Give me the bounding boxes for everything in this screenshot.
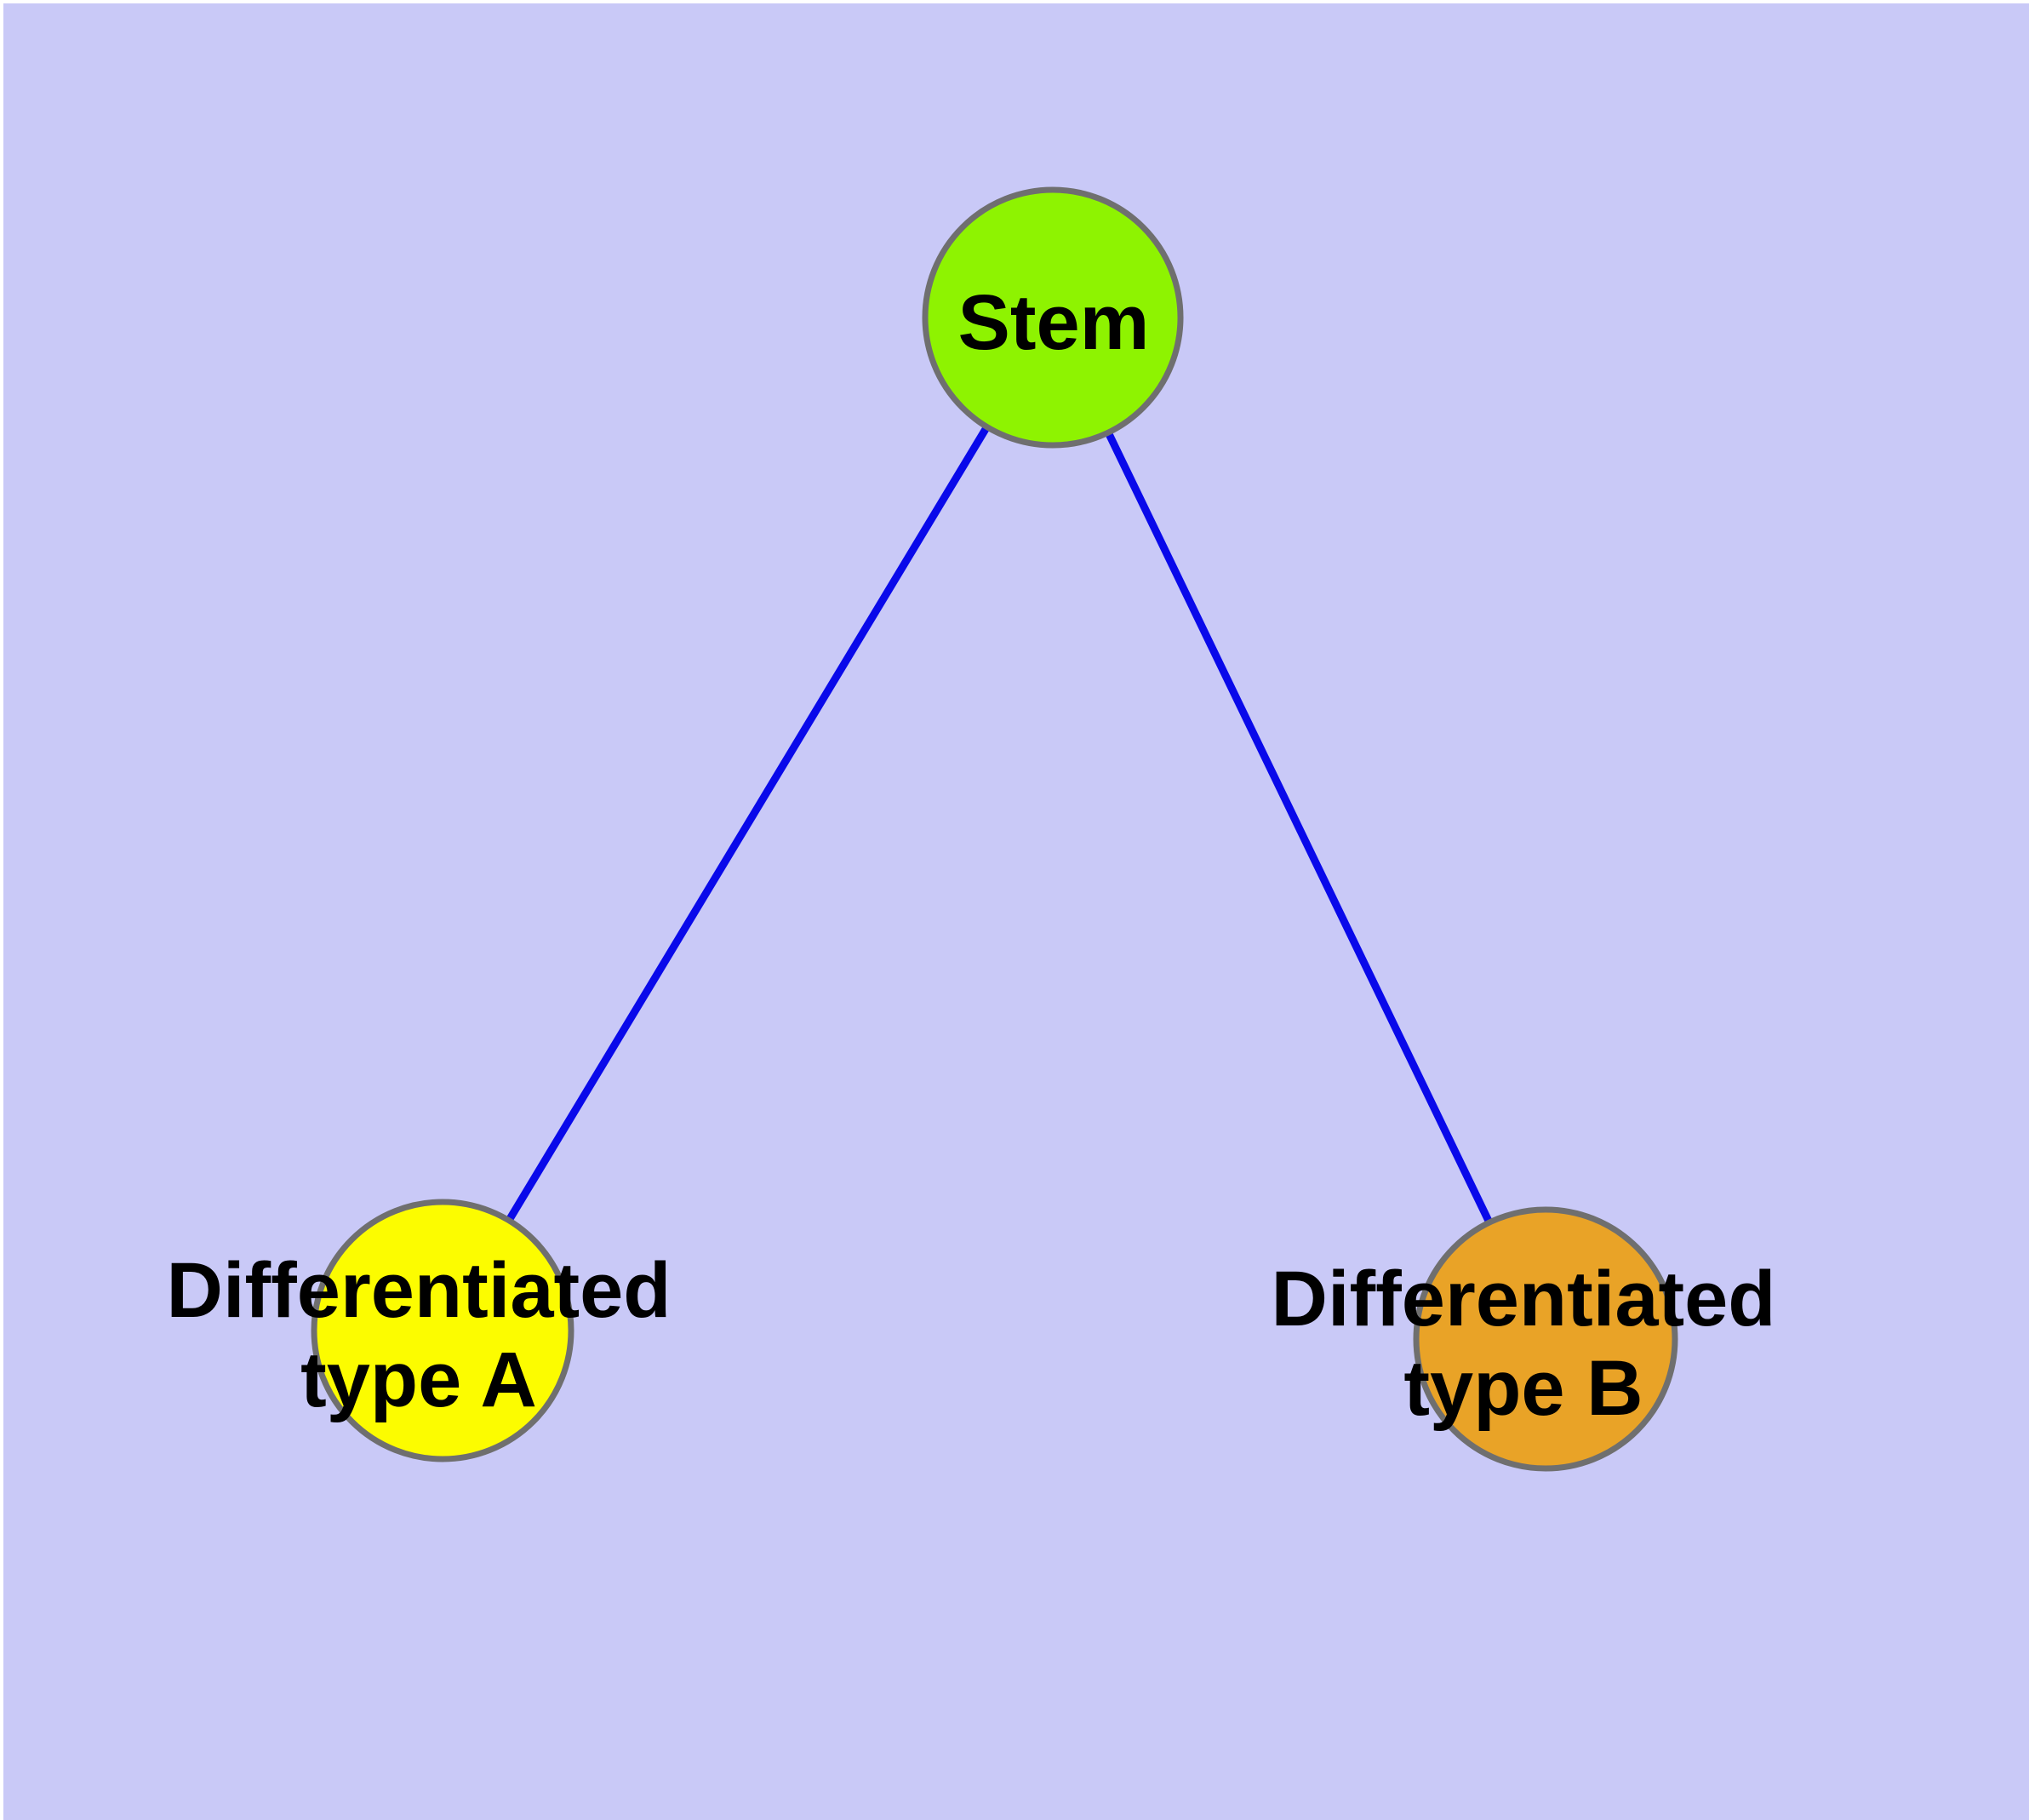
node-type-a-label-line-2: type A [300,1336,537,1423]
node-type-b-label-line-1: Differentiated [1272,1256,1776,1342]
node-type-b-label-line-2: type B [1403,1345,1643,1432]
node-differentiated-type-b [1413,1206,1678,1472]
node-stem-label: Stem [958,279,1150,366]
node-differentiated-type-a [311,1199,574,1462]
edge-stem-to-type-a [439,315,1056,1333]
edge-stem-to-type-b [1049,316,1550,1341]
node-stem [922,186,1184,449]
node-type-a-label-line-1: Differentiated [167,1247,672,1334]
